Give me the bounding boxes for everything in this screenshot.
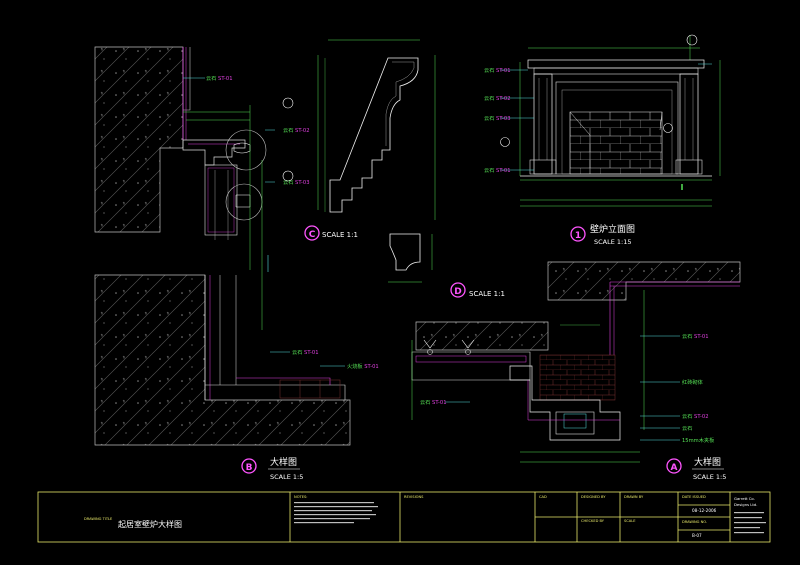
callout-a-brick: 红砖砌体 <box>682 378 704 386</box>
scale-a: SCALE 1:5 <box>693 473 726 481</box>
notes-head: NOTES: <box>294 495 307 499</box>
drawing-no-value: B-07 <box>692 533 702 538</box>
callout-a-stone-3: 云石 <box>682 425 692 432</box>
label-view-1: 1 壁炉立面图 SCALE 1:15 <box>570 223 635 246</box>
date-value: 08-12-2006 <box>692 508 717 513</box>
callout-a-stone-1: 云石 ST-01 <box>682 333 709 340</box>
svg-text:C: C <box>309 230 316 240</box>
firm-name: Garrett Co. <box>734 496 755 501</box>
cad-head: CAD <box>539 495 547 499</box>
callout-b-stone-1: 云石 ST-01 <box>206 75 233 82</box>
callout-b-stone-3: 云石 ST-03 <box>283 179 310 186</box>
revisions-head: REVISIONS <box>404 495 424 499</box>
detail-c-drawing <box>317 39 436 220</box>
callout-a-stone-4: 云石 ST-01 <box>420 399 447 406</box>
callout-b-stone-4: 云石 ST-01 <box>292 349 319 356</box>
detail-b-drawing: 云石 ST-01 云石 ST-02 云石 ST-03 云石 ST-01 火烧板 … <box>94 46 379 446</box>
label-view-c: C SCALE 1:1 <box>304 225 358 241</box>
callout-b-stone-2: 云石 ST-02 <box>283 127 310 134</box>
drawing-style-label: DRAWING TITLE <box>84 517 113 521</box>
scale-b: SCALE 1:5 <box>270 473 303 481</box>
svg-text:B: B <box>246 463 253 473</box>
callout-b-tile: 火烧板 ST-01 <box>347 362 379 370</box>
elevation-1-drawing <box>500 34 721 207</box>
callout-1-stone-2: 云石 ST-02 <box>484 95 511 102</box>
marker-b <box>241 458 257 474</box>
title-block <box>37 491 771 543</box>
drawn-by-head: DRAWN BY <box>624 495 644 499</box>
svg-text:D: D <box>454 287 461 297</box>
label-view-d: D SCALE 1:1 <box>450 282 505 298</box>
scale-cell: SCALE <box>624 519 636 523</box>
scale-d: SCALE 1:1 <box>469 290 505 298</box>
marker-1 <box>570 226 586 242</box>
callout-1-stone-3: 云石 ST-03 <box>484 115 511 122</box>
marker-a <box>666 458 682 474</box>
checked-by-head: CHECKED BY <box>581 519 605 523</box>
callout-a-stone-2: 云石 ST-02 <box>682 413 709 420</box>
svg-text:A: A <box>671 463 678 473</box>
title-b: 大样图 <box>270 456 297 468</box>
date-head: DATE ISSUED <box>682 495 706 499</box>
svg-text:1: 1 <box>575 231 581 241</box>
title-a: 大样图 <box>694 456 721 468</box>
detail-a-drawing <box>411 261 741 463</box>
detail-d-drawing <box>388 233 433 283</box>
marker-d <box>450 282 466 298</box>
label-view-a: A 大样图 SCALE 1:5 <box>666 456 726 481</box>
label-view-b: B 大样图 SCALE 1:5 <box>241 456 303 481</box>
designed-by-head: DESIGNED BY <box>581 495 606 499</box>
marker-c <box>304 225 320 241</box>
scale-1: SCALE 1:15 <box>594 238 632 246</box>
firm-name-2: Designs Ltd. <box>734 502 758 507</box>
callout-1-stone-1: 云石 ST-01 <box>484 67 511 74</box>
callout-1-stone-4: 云石 ST-01 <box>484 167 511 174</box>
title-1: 壁炉立面图 <box>590 223 635 235</box>
drawing-no-head: DRAWING NO. <box>682 520 707 524</box>
callout-a-wood: 15mm木夹板 <box>682 436 715 444</box>
drawing-title: 起居室壁炉大样图 <box>118 519 182 529</box>
scale-c: SCALE 1:1 <box>322 231 358 239</box>
